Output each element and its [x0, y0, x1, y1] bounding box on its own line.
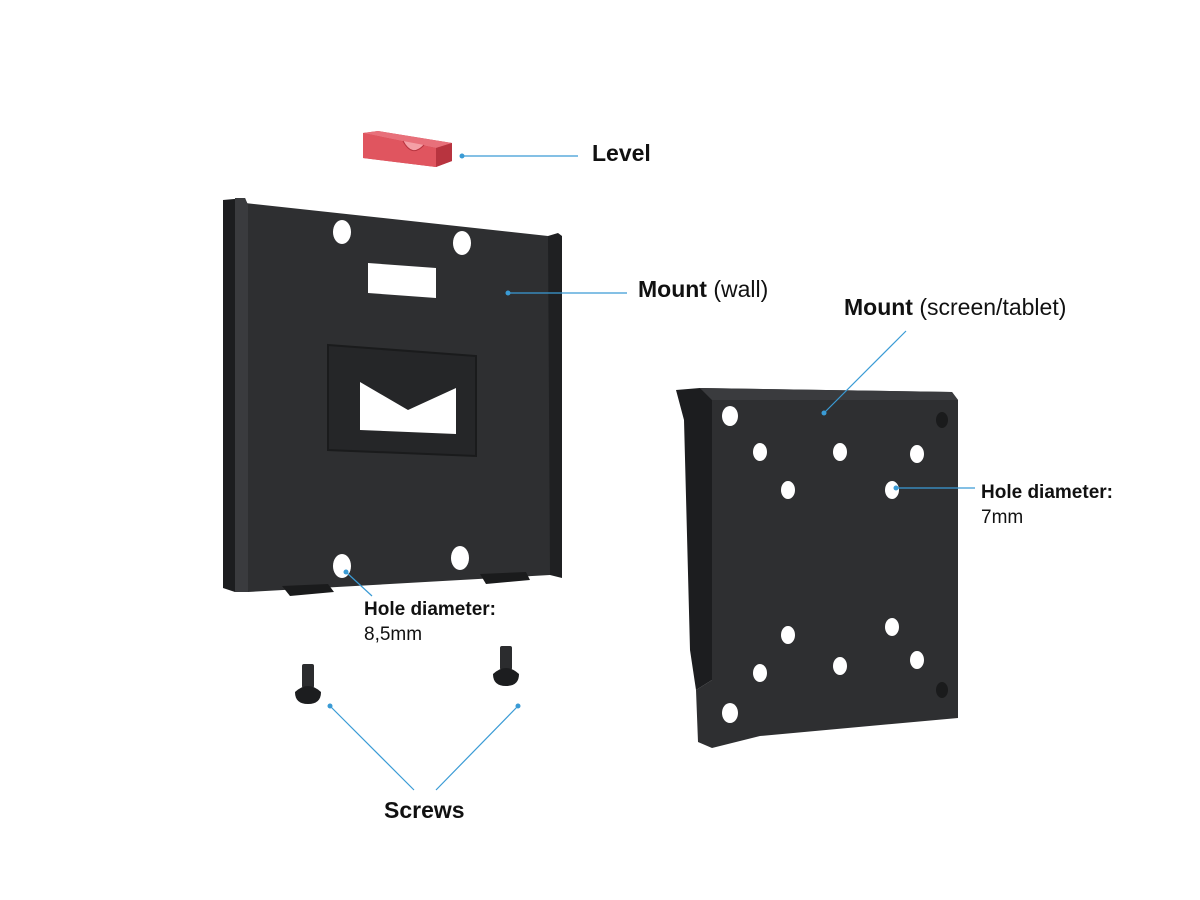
label-mount-screen-name: Mount [844, 294, 913, 320]
label-hole-screen: Hole diameter: 7mm [981, 481, 1113, 531]
level-part [363, 131, 452, 167]
leader-dot-hole-wall [343, 569, 349, 575]
label-hole-screen-title: Hole diameter: [981, 482, 1113, 503]
label-screws-text: Screws [384, 797, 465, 823]
leader-dot-mount-screen [821, 410, 827, 416]
label-hole-wall: Hole diameter: 8,5mm [364, 598, 496, 648]
leader-line-hole-wall [345, 571, 373, 597]
screw-right [493, 646, 519, 686]
label-mount-screen: Mount (screen/tablet) [844, 293, 1066, 321]
leader-dot-mount-wall [505, 290, 511, 296]
leader-line-mount-screen [823, 330, 907, 414]
leader-line-screws-left [329, 705, 415, 791]
screen-mount-plate [676, 388, 958, 748]
label-mount-wall-detail: (wall) [713, 276, 769, 302]
label-level: Level [592, 139, 651, 167]
wall-mount-plate [223, 198, 562, 596]
label-mount-wall-name: Mount [638, 276, 707, 302]
label-hole-wall-title: Hole diameter: [364, 599, 496, 620]
leader-dot-screws-right [515, 703, 521, 709]
leader-dot-hole-screen [893, 485, 899, 491]
label-hole-screen-value: 7mm [981, 507, 1024, 528]
label-level-text: Level [592, 140, 651, 166]
leader-dot-screws-left [327, 703, 333, 709]
label-screws: Screws [384, 796, 465, 824]
leader-line-screws-right [435, 705, 519, 791]
leader-dot-level [459, 153, 465, 159]
screw-left [295, 664, 321, 704]
label-mount-wall: Mount (wall) [638, 275, 768, 303]
label-hole-wall-value: 8,5mm [364, 624, 423, 645]
label-mount-screen-detail: (screen/tablet) [919, 294, 1067, 320]
